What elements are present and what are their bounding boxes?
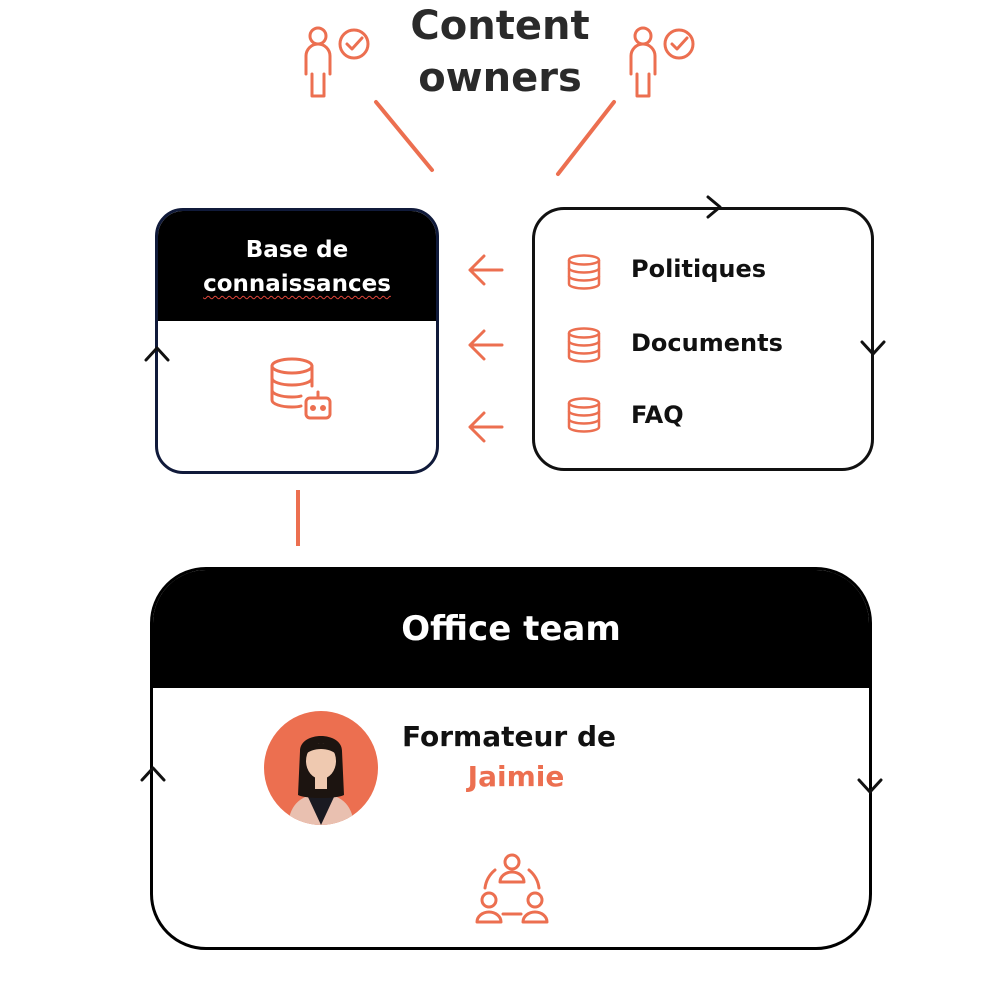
user-check-icon xyxy=(629,26,695,98)
title-line-1: Content xyxy=(410,3,590,49)
sources-card xyxy=(532,207,874,471)
page-title: Content owners xyxy=(340,0,660,104)
arrow-faq xyxy=(468,411,504,443)
database-icon xyxy=(567,327,601,363)
database-bot-icon xyxy=(270,357,332,420)
source-label-faq: FAQ xyxy=(631,401,684,429)
database-icon xyxy=(567,254,601,290)
owner-left-connector xyxy=(374,100,434,172)
kb-title-line-2: connaissances xyxy=(203,271,391,297)
person-portrait xyxy=(288,736,354,825)
arrow-up-icon xyxy=(140,766,166,782)
avatar xyxy=(264,711,378,825)
trainer-name: Jaimie xyxy=(467,760,565,793)
title-line-2: owners xyxy=(418,55,582,101)
user-check-icon xyxy=(304,26,370,98)
arrow-documents xyxy=(468,329,504,361)
database-icon xyxy=(567,397,601,433)
arrow-down-icon xyxy=(860,340,886,356)
team-group-icon xyxy=(475,853,549,924)
office-team-header: Office team xyxy=(153,570,869,688)
arrow-down-icon xyxy=(857,778,883,794)
knowledge-base-card: Base de connaissances xyxy=(155,208,439,474)
knowledge-base-header: Base de connaissances xyxy=(158,211,436,321)
arrow-politiques xyxy=(468,254,504,286)
source-label-politiques: Politiques xyxy=(631,255,767,283)
arrow-right-icon xyxy=(706,195,722,219)
arrow-up-icon xyxy=(144,346,170,362)
kb-title-line-1: Base de xyxy=(245,237,349,263)
owner-right-connector xyxy=(556,100,616,176)
source-label-documents: Documents xyxy=(631,329,783,357)
trainer-label: Formateur de xyxy=(402,720,617,753)
